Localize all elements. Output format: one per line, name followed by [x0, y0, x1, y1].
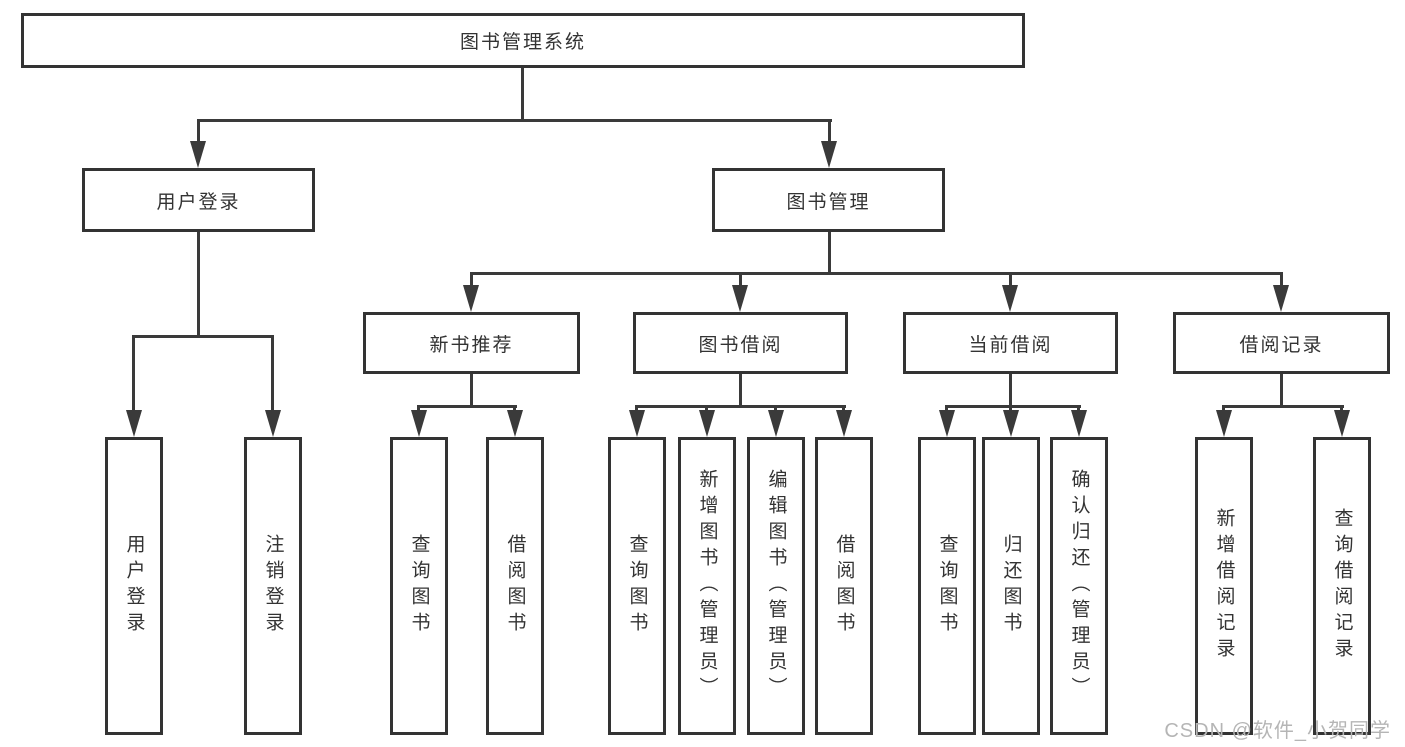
leaf-logout: 注销登录 — [244, 437, 302, 735]
arrowhead-down-icon — [836, 410, 852, 437]
arrowhead-down-icon — [629, 410, 645, 437]
arrowhead-down-icon — [699, 410, 715, 437]
arrowhead-down-icon — [821, 141, 837, 168]
connector-userlogin-vline — [197, 232, 200, 338]
leaf-edit-books-admin: 编辑图书（管理员） — [747, 437, 805, 735]
node-book-management: 图书管理 — [712, 168, 945, 232]
leaf-query-borrow-record: 查询借阅记录 — [1313, 437, 1371, 735]
connector-stem — [197, 119, 200, 145]
arrowhead-down-icon — [1071, 410, 1087, 437]
arrowhead-down-icon — [1334, 410, 1350, 437]
arrowhead-down-icon — [265, 410, 281, 437]
connector-level2-hline — [197, 119, 832, 122]
connector-stem — [271, 335, 274, 413]
connector-stem — [1280, 272, 1283, 288]
arrowhead-down-icon — [1002, 285, 1018, 312]
connector-group4-vline — [1009, 374, 1012, 408]
leaf-query-books-2: 查询图书 — [608, 437, 666, 735]
arrowhead-down-icon — [1003, 410, 1019, 437]
connector-group3-hline — [635, 405, 846, 408]
connector-root-vline — [521, 68, 524, 122]
leaf-add-books-admin: 新增图书（管理员） — [678, 437, 736, 735]
arrowhead-down-icon — [463, 285, 479, 312]
arrowhead-down-icon — [768, 410, 784, 437]
connector-stem — [739, 272, 742, 288]
connector-stem — [470, 272, 473, 288]
leaf-query-books-1: 查询图书 — [390, 437, 448, 735]
connector-stem — [1009, 272, 1012, 288]
connector-level3-hline — [470, 272, 1283, 275]
leaf-borrow-books-2: 借阅图书 — [815, 437, 873, 735]
arrowhead-down-icon — [507, 410, 523, 437]
arrowhead-down-icon — [411, 410, 427, 437]
connector-group5-hline — [1222, 405, 1344, 408]
connector-userlogin-hline — [132, 335, 274, 338]
arrowhead-down-icon — [126, 410, 142, 437]
connector-group2-hline — [417, 405, 517, 408]
arrowhead-down-icon — [732, 285, 748, 312]
leaf-add-borrow-record: 新增借阅记录 — [1195, 437, 1253, 735]
arrowhead-down-icon — [939, 410, 955, 437]
csdn-watermark: CSDN @软件_小贺同学 — [1164, 720, 1391, 742]
connector-stem — [828, 119, 831, 145]
node-user-login: 用户登录 — [82, 168, 315, 232]
node-current-borrowing: 当前借阅 — [903, 312, 1118, 374]
leaf-confirm-return-admin: 确认归还（管理员） — [1050, 437, 1108, 735]
connector-group5-vline — [1280, 374, 1283, 408]
connector-stem — [132, 335, 135, 413]
leaf-query-books-3: 查询图书 — [918, 437, 976, 735]
connector-bookmgmt-vline — [828, 232, 831, 275]
connector-group4-hline — [945, 405, 1081, 408]
node-new-book-recommend: 新书推荐 — [363, 312, 580, 374]
arrowhead-down-icon — [1273, 285, 1289, 312]
node-book-borrowing: 图书借阅 — [633, 312, 848, 374]
node-borrowing-records: 借阅记录 — [1173, 312, 1390, 374]
leaf-user-login: 用户登录 — [105, 437, 163, 735]
arrowhead-down-icon — [190, 141, 206, 168]
leaf-borrow-books-1: 借阅图书 — [486, 437, 544, 735]
leaf-return-books: 归还图书 — [982, 437, 1040, 735]
connector-group3-vline — [739, 374, 742, 408]
connector-group2-vline — [470, 374, 473, 408]
node-library-management-system: 图书管理系统 — [21, 13, 1025, 68]
arrowhead-down-icon — [1216, 410, 1232, 437]
